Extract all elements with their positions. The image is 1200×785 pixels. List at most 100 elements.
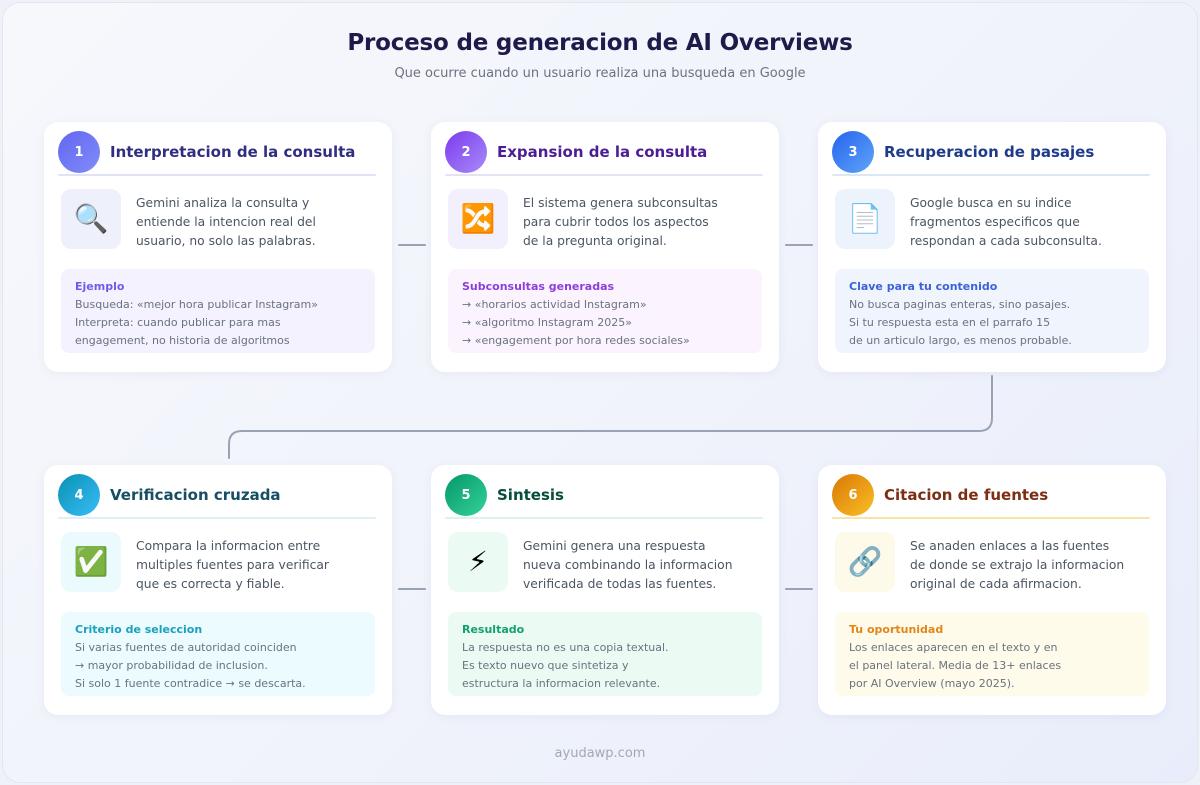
step-description-line: nueva combinando la informacion: [523, 558, 733, 572]
note-line: Es texto nuevo que sintetiza y: [462, 659, 629, 672]
connector-1-2: [398, 244, 426, 246]
step-icon-box: ✅: [61, 532, 121, 592]
step-description-line: Compara la informacion entre: [136, 539, 321, 553]
connector-5-6: [785, 588, 813, 590]
step-description-line: Gemini genera una respuesta: [523, 539, 706, 553]
magnifying-glass-icon: 🔍: [73, 202, 109, 235]
header-divider: [832, 174, 1150, 176]
step-description-line: de donde se extrajo la informacion: [910, 558, 1125, 572]
step-card-1: 1 Interpretacion de la consulta 🔍 Gemini…: [44, 122, 392, 372]
step-title: Verificacion cruzada: [110, 486, 281, 504]
connector-2-3: [785, 244, 813, 246]
link-icon: 🔗: [847, 545, 883, 578]
note-line: → mayor probabilidad de inclusion.: [75, 659, 268, 672]
step-number: 3: [848, 144, 858, 160]
footer-credit: ayudawp.com: [554, 746, 646, 761]
step-description-line: El sistema genera subconsultas: [523, 196, 718, 210]
step-header: 1 Interpretacion de la consulta: [58, 131, 376, 176]
step-description-line: original de cada afirmacion.: [910, 577, 1082, 591]
note-line: → «horarios actividad Instagram»: [462, 298, 647, 311]
note-line: No busca paginas enteras, sino pasajes.: [849, 298, 1071, 311]
note-title: Ejemplo: [75, 280, 125, 293]
step-description: Se anaden enlaces a las fuentes de donde …: [910, 537, 1150, 594]
step-icon-box: 🔍: [61, 189, 121, 249]
header-divider: [58, 517, 376, 519]
step-number-badge: 2: [445, 131, 487, 173]
step-description: Google busca en su indice fragmentos espe…: [910, 194, 1150, 251]
step-number-badge: 4: [58, 474, 100, 516]
step-card-2: 2 Expansion de la consulta 🔀 El sistema …: [431, 122, 779, 372]
header-divider: [832, 517, 1150, 519]
step-description-line: que es correcta y fiable.: [136, 577, 285, 591]
step-title: Expansion de la consulta: [497, 143, 708, 161]
note-line: Interpreta: cuando publicar para mas: [75, 316, 281, 329]
note-title: Tu oportunidad: [849, 623, 944, 636]
step-icon-box: 🔀: [448, 189, 508, 249]
document-icon: 📄: [847, 202, 883, 235]
note-line: Si tu respuesta esta en el parrafo 15: [849, 316, 1051, 329]
step-description-line: entiende la intencion real del: [136, 215, 316, 229]
note-line: Los enlaces aparecen en el texto y en: [849, 641, 1058, 654]
header-divider: [445, 174, 763, 176]
header-divider: [58, 174, 376, 176]
step-card-4: 4 Verificacion cruzada ✅ Compara la info…: [44, 465, 392, 715]
step-number: 2: [461, 144, 471, 160]
step-description-line: Google busca en su indice: [910, 196, 1072, 210]
step-title: Citacion de fuentes: [884, 486, 1049, 504]
step-title: Interpretacion de la consulta: [110, 143, 356, 161]
step-card-5: 5 Sintesis ⚡ Gemini genera una respuesta…: [431, 465, 779, 715]
step-header: 5 Sintesis: [445, 474, 763, 519]
step-number-badge: 6: [832, 474, 874, 516]
note-line: de un articulo largo, es menos probable.: [849, 334, 1072, 347]
note-line: Si varias fuentes de autoridad coinciden: [75, 641, 297, 654]
step-number: 4: [74, 487, 84, 503]
note-line: por AI Overview (mayo 2025).: [849, 677, 1015, 690]
connector-4-5: [398, 588, 426, 590]
step-icon-box: 🔗: [835, 532, 895, 592]
check-mark-icon: ✅: [73, 545, 109, 578]
step-title: Sintesis: [497, 486, 564, 504]
step-description-line: de la pregunta original.: [523, 234, 667, 248]
note-line: el panel lateral. Media de 13+ enlaces: [849, 659, 1062, 672]
step-description-line: para cubrir todos los aspectos: [523, 215, 709, 229]
step-header: 2 Expansion de la consulta: [445, 131, 763, 176]
step-note-box: Criterio de seleccion Si varias fuentes …: [61, 612, 375, 696]
step-note-box: Resultado La respuesta no es una copia t…: [448, 612, 762, 696]
step-description-line: usuario, no solo las palabras.: [136, 234, 316, 248]
step-header: 3 Recuperacion de pasajes: [832, 131, 1150, 176]
step-description-line: verificada de todas las fuentes.: [523, 577, 717, 591]
step-icon-box: 📄: [835, 189, 895, 249]
step-card-6: 6 Citacion de fuentes 🔗 Se anaden enlace…: [818, 465, 1166, 715]
page-subtitle: Que ocurre cuando un usuario realiza una…: [394, 66, 806, 81]
step-number-badge: 3: [832, 131, 874, 173]
step-description: El sistema genera subconsultas para cubri…: [523, 194, 763, 251]
note-line: Busqueda: «mejor hora publicar Instagram…: [75, 298, 318, 311]
step-description-line: fragmentos especificos que: [910, 215, 1080, 229]
note-line: La respuesta no es una copia textual.: [462, 641, 669, 654]
step-header: 6 Citacion de fuentes: [832, 474, 1150, 519]
note-line: → «engagement por hora redes sociales»: [462, 334, 690, 347]
lightning-icon: ⚡: [468, 545, 488, 578]
shuffle-icon: 🔀: [460, 202, 496, 235]
step-number-badge: 1: [58, 131, 100, 173]
note-line: Si solo 1 fuente contradice → se descart…: [75, 677, 306, 690]
step-number: 1: [74, 144, 84, 160]
page-title: Proceso de generacion de AI Overviews: [347, 30, 853, 56]
step-description-line: respondan a cada subconsulta.: [910, 234, 1102, 248]
note-line: estructura la informacion relevante.: [462, 677, 661, 690]
step-note-box: Clave para tu contenido No busca paginas…: [835, 269, 1149, 353]
step-description: Gemini genera una respuesta nueva combina…: [523, 537, 763, 594]
step-note-box: Subconsultas generadas → «horarios activ…: [448, 269, 762, 353]
step-number: 5: [461, 487, 471, 503]
step-description: Gemini analiza la consulta y entiende la …: [136, 194, 376, 251]
note-title: Subconsultas generadas: [462, 280, 615, 293]
step-description-line: Gemini analiza la consulta y: [136, 196, 310, 210]
step-number-badge: 5: [445, 474, 487, 516]
step-note-box: Tu oportunidad Los enlaces aparecen en e…: [835, 612, 1149, 696]
step-title: Recuperacion de pasajes: [884, 143, 1095, 161]
step-description-line: Se anaden enlaces a las fuentes: [910, 539, 1110, 553]
note-line: → «algoritmo Instagram 2025»: [462, 316, 632, 329]
step-note-box: Ejemplo Busqueda: «mejor hora publicar I…: [61, 269, 375, 353]
